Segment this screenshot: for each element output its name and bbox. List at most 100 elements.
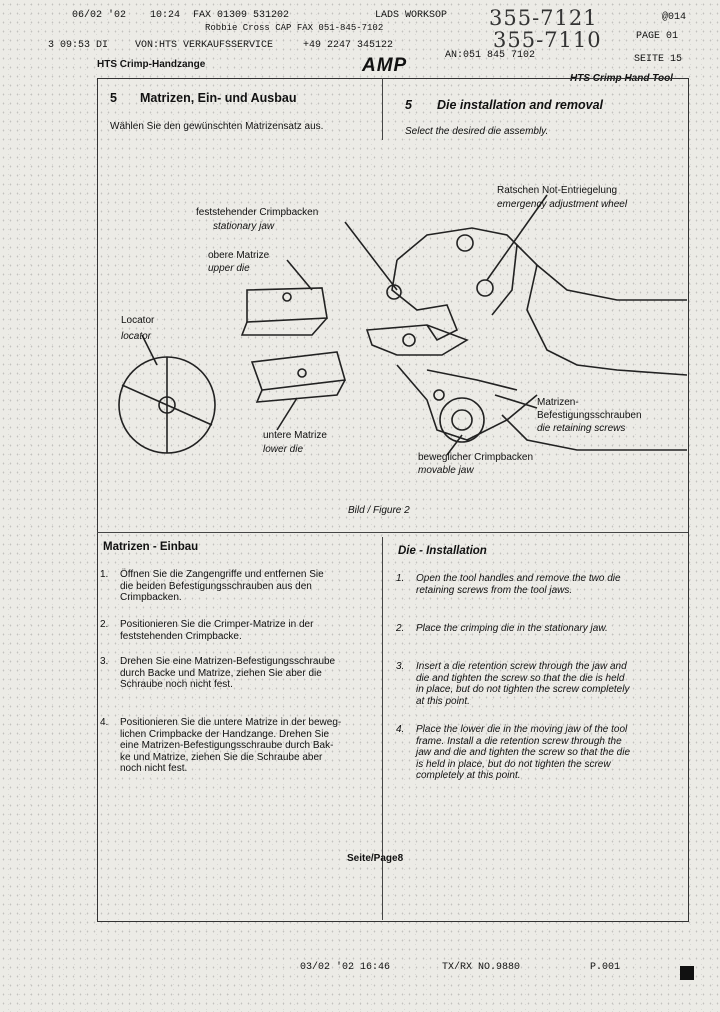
lower-die-screw-hole — [297, 368, 307, 378]
step-line: die and tighten the screw so that the di… — [416, 672, 625, 684]
step-number: 2. — [396, 623, 405, 634]
label-ratchet-en: emergency adjustment wheel — [497, 199, 628, 210]
movable-die-outline — [365, 324, 469, 356]
lower-die-bottom — [255, 379, 346, 403]
leader-movable-jaw — [446, 434, 463, 456]
label-ratchet-de: Ratschen Not-Entriegelung — [497, 185, 618, 196]
fax-page-label: PAGE 01 — [636, 31, 679, 42]
step-line: die beiden Befestigungsschrauben aus den — [120, 580, 312, 592]
leader-ratchet — [486, 194, 548, 281]
step-line: Crimpbacken. — [120, 592, 182, 603]
step-line: Schraube noch nicht fest. — [120, 679, 233, 690]
document-frame — [97, 78, 689, 922]
install-en-step-4: 4. Place the lower die in the moving jaw… — [396, 724, 631, 782]
step-line: retaining screws from the tool jaws. — [416, 584, 573, 596]
fax-date: 06/02 '02 — [72, 10, 127, 21]
label-stationary-jaw-en: stationary jaw — [213, 221, 275, 232]
fax-footer-date: 03/02 '02 16:46 — [300, 962, 391, 973]
leader-upper-die — [286, 259, 313, 291]
label-locator-de: Locator — [121, 315, 155, 326]
section-en-number: 5 — [405, 98, 412, 112]
install-de-step-2: 2. Positionieren Sie die Crimper-Matrize… — [100, 619, 314, 642]
ratchet-wheel — [439, 397, 485, 443]
label-lower-die-de: untere Matrize — [263, 430, 327, 441]
install-de-step-4: 4. Positionieren Sie die untere Matrize … — [100, 717, 342, 775]
locator-line-2 — [121, 384, 213, 426]
fax-phone: +49 2247 345122 — [303, 40, 394, 51]
fax-time: 10:24 — [150, 10, 181, 21]
fax-footer-txrx: TX/RX NO.9880 — [442, 962, 521, 973]
doc-header-left: HTS Crimp-Handzange — [97, 59, 206, 70]
fax-line1b: Robbie Cross CAP FAX 051-845-7102 — [205, 23, 384, 33]
step-line: Drehen Sie eine Matrizen-Befestigungssch… — [120, 656, 336, 667]
step-line: lichen Crimpbacke der Handzange. Drehen … — [120, 728, 330, 740]
step-line: Place the crimping die in the stationary… — [416, 623, 608, 634]
doc-page-de: SEITE 15 — [634, 54, 683, 65]
step-line: at this point. — [416, 695, 470, 707]
label-movable-jaw-de: beweglicher Crimpbacken — [418, 452, 534, 463]
jaw-edge — [426, 369, 518, 391]
label-stationary-jaw-de: feststehender Crimpbacken — [196, 207, 319, 218]
step-line: feststehenden Crimpbacke. — [120, 630, 242, 642]
fax-marker-square — [680, 966, 694, 980]
step-line: noch nicht fest. — [120, 763, 188, 774]
fax-company: LADS WORKSOP — [375, 10, 448, 21]
label-movable-jaw-en: movable jaw — [418, 465, 474, 476]
step-line: in place, but do not tighten the screw c… — [416, 684, 630, 695]
column-divider-top — [382, 78, 383, 140]
section-de-intro: Wählen Sie den gewünschten Matrizensatz … — [110, 121, 324, 132]
label-screws-de-2: Befestigungsschrauben — [537, 410, 642, 421]
install-en-title: Die - Installation — [398, 545, 487, 557]
leader-locator — [141, 334, 158, 366]
step-line: jaw and die and tighten the screw so tha… — [416, 747, 631, 758]
emergency-wheel — [476, 279, 494, 297]
fax-an: AN:051 845 7102 — [445, 50, 536, 61]
frame-pin — [433, 389, 445, 401]
step-line: completely at this point. — [416, 770, 521, 781]
step-line: Öffnen Sie die Zangengriffe und entferne… — [120, 569, 324, 580]
frame-inner-edge — [491, 244, 518, 316]
label-locator-en: locator — [121, 331, 152, 342]
step-line: is held in place, but do not tighten the… — [416, 758, 611, 770]
step-line: Place the lower die in the moving jaw of… — [416, 724, 628, 735]
leader-lower-die — [276, 397, 298, 431]
fax-sender: VON:HTS VERKAUFSSERVICE — [135, 40, 274, 51]
step-line: eine Matrizen-Befestigungsschraube durch… — [120, 740, 334, 751]
upper-die-screw-hole — [282, 292, 292, 302]
label-screws-en: die retaining screws — [537, 423, 626, 434]
step-line: Positionieren Sie die Crimper-Matrize in… — [120, 619, 314, 630]
fax-number: FAX 01309 531202 — [193, 10, 290, 21]
step-number: 4. — [396, 724, 405, 735]
label-upper-die-de: obere Matrize — [208, 250, 270, 261]
tool-handle-lower — [501, 414, 687, 451]
step-line: frame. Install a die retention screw thr… — [416, 735, 622, 747]
section-en-intro: Select the desired die assembly. — [405, 126, 549, 137]
die-retaining-screw-lower — [402, 333, 416, 347]
step-line: Insert a die retention screw through the… — [416, 661, 627, 672]
fax-page-counter: @014 — [662, 12, 687, 23]
figure-separator — [97, 532, 688, 533]
amp-logo: AMP — [362, 55, 408, 76]
page-footer-note: Seite/Page8 — [347, 853, 404, 864]
handwritten-number-2: 355-7110 — [493, 28, 602, 52]
upper-die-bottom — [240, 317, 328, 336]
handwritten-number-1: 355-7121 — [489, 6, 598, 30]
fax-footer-page: P.001 — [590, 962, 621, 973]
section-en-title: Die installation and removal — [437, 98, 604, 112]
label-lower-die-en: lower die — [263, 444, 304, 455]
leader-stationary-jaw — [344, 221, 398, 291]
step-line: ke und Matrize, ziehen Sie die Schraube … — [120, 751, 323, 763]
step-line: Open the tool handles and remove the two… — [416, 573, 621, 584]
tool-handle-upper — [526, 264, 687, 376]
install-en-step-2: 2. Place the crimping die in the station… — [396, 623, 608, 635]
step-number: 3. — [100, 656, 109, 667]
install-de-step-3: 3. Drehen Sie eine Matrizen-Befestigungs… — [100, 656, 336, 691]
step-number: 1. — [396, 573, 405, 584]
section-de-number: 5 — [110, 91, 117, 105]
install-de-step-1: 1. Öffnen Sie die Zangengriffe und entfe… — [100, 569, 324, 604]
crimp-tool-figure — [118, 194, 687, 456]
step-line: Positionieren Sie die untere Matrize in … — [120, 717, 342, 728]
step-number: 2. — [100, 619, 109, 630]
figure-caption: Bild / Figure 2 — [348, 505, 410, 516]
fax-time2: 3 09:53 DI — [48, 40, 109, 51]
